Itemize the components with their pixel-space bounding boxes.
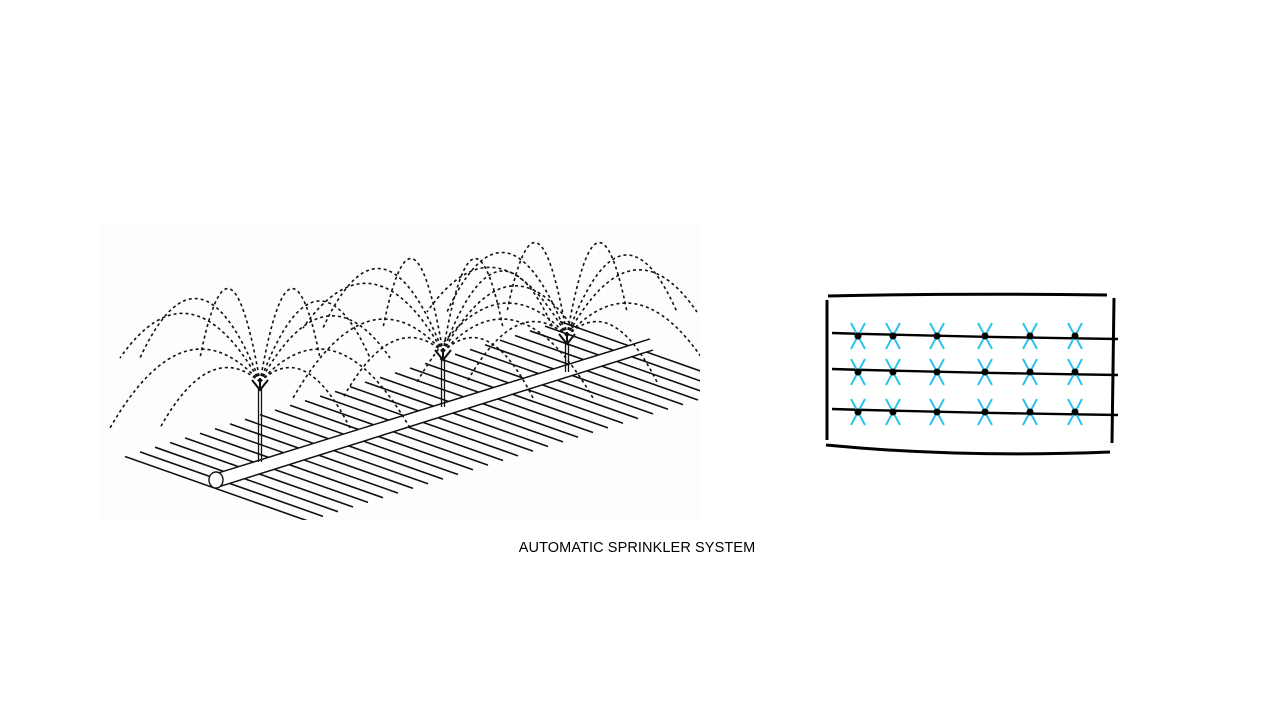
water-spray-arc [466, 320, 568, 383]
water-spray-arc [446, 251, 568, 337]
ground-line [259, 413, 444, 480]
water-spray-arc [566, 320, 658, 383]
sprinkler-dot [933, 408, 941, 416]
water-spray-arc [442, 318, 594, 399]
ground-line [559, 320, 700, 372]
ground-line [529, 330, 700, 392]
sprinkler-dot [889, 368, 897, 376]
sprinkler-dot [1071, 368, 1079, 376]
sprinkler-dot [854, 408, 862, 416]
ground-line [454, 353, 639, 420]
ground-line [199, 432, 384, 499]
water-spray-arc [442, 257, 504, 353]
ground-line [334, 390, 519, 457]
sprinkler-dot [1026, 368, 1034, 376]
ground-line [139, 451, 324, 518]
ground-line [304, 399, 489, 466]
ground-line [409, 367, 594, 434]
slide-caption: AUTOMATIC SPRINKLER SYSTEM [518, 540, 756, 556]
water-spray-arc [566, 302, 700, 357]
sprinkler-dot [981, 368, 989, 376]
pipe-body [215, 339, 653, 487]
ground-line [289, 404, 474, 471]
water-spray-arc [416, 302, 568, 383]
pipe-line [831, 407, 1119, 417]
ground-line [274, 409, 459, 476]
sprinkler-dot [889, 408, 897, 416]
water-spray-arc [199, 287, 261, 383]
sprinkler-dot [1026, 332, 1034, 340]
water-spray-arc [159, 366, 261, 429]
ground-line [424, 362, 609, 429]
border-top [827, 292, 1108, 298]
ground-line [184, 437, 369, 504]
ground-line [214, 427, 399, 494]
ground-line [124, 455, 308, 520]
sprinkler-dot [1071, 332, 1079, 340]
ground-line [514, 334, 699, 401]
water-spray-arc [442, 336, 534, 399]
sprinkler-layout-sketch [825, 292, 1119, 456]
water-spray-arc [292, 318, 444, 399]
pipe-line [831, 367, 1119, 377]
ground-line [364, 381, 549, 448]
ground-line [169, 441, 354, 508]
sprinkler-dot [854, 332, 862, 340]
pipe-end [208, 471, 224, 489]
border-right [1110, 297, 1116, 444]
sprinkler-dot [854, 368, 862, 376]
sprinkler-dot [1026, 408, 1034, 416]
pipe-edge [214, 338, 651, 475]
water-spray-arc [259, 315, 391, 383]
sprinkler-system-illustration [100, 225, 700, 520]
sprinkler-dot [889, 332, 897, 340]
sprinkler-dot [933, 332, 941, 340]
water-spray-arc [342, 336, 444, 399]
sprinkler-dot [933, 368, 941, 376]
pipe-edge [217, 349, 654, 488]
sprinkler-dot [1071, 408, 1079, 416]
ground-line [319, 395, 504, 462]
water-spray-arc [119, 312, 261, 383]
water-spray-arc [109, 348, 261, 429]
sprinkler-dot [981, 408, 989, 416]
ground-line [349, 385, 534, 452]
sprinkler-dot [981, 332, 989, 340]
water-spray-arc [139, 297, 261, 383]
water-spray-arc [566, 269, 698, 337]
water-spray-arc [302, 282, 444, 353]
ground-line [439, 357, 624, 424]
water-spray-arc [259, 287, 321, 383]
ground-line [484, 344, 669, 411]
ground-line [499, 339, 684, 406]
ground-line [229, 423, 414, 490]
water-spray-arc [382, 257, 444, 353]
water-spray-arc [426, 266, 568, 337]
ground-line [154, 446, 339, 513]
water-spray-arc [506, 241, 568, 337]
ground-line [544, 325, 700, 382]
water-spray-arc [322, 267, 444, 353]
ground-line [379, 376, 564, 443]
water-spray-arc [259, 366, 351, 429]
ground-line [244, 418, 429, 485]
water-spray-arc [259, 348, 411, 429]
ground-line [394, 371, 579, 438]
ground-line [469, 348, 654, 415]
water-spray-arc [442, 285, 574, 353]
pipe-line [831, 331, 1119, 341]
border-bottom [825, 443, 1111, 456]
water-spray-arc [566, 241, 628, 337]
